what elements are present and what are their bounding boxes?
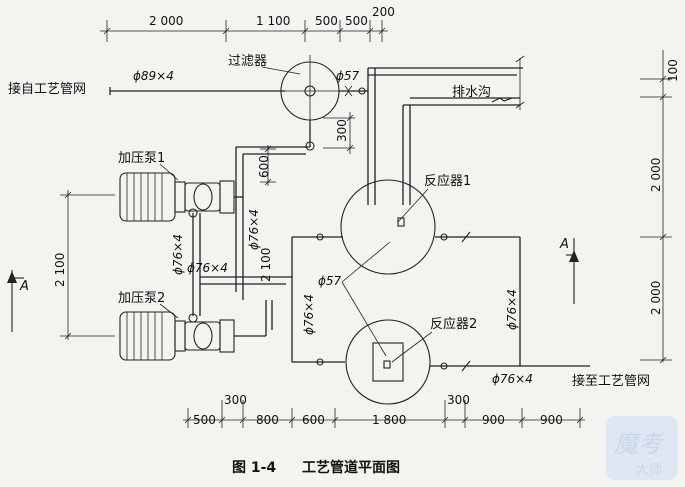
dim-bottom-900a: 900 [482, 413, 505, 427]
reactor-outlet-loop [430, 231, 590, 372]
filter-outlet-pipe [339, 67, 523, 205]
reactor-1-label: 反应器1 [424, 173, 471, 189]
outlet-label: 接至工艺管网 [572, 373, 650, 389]
watermark-logo: 魔考 大师 [606, 416, 678, 480]
inlet-pipe-size: ϕ89×4 [133, 69, 174, 83]
reactor-feed-loop [291, 233, 345, 366]
dim-right-100: 100 [666, 59, 680, 82]
filter-vessel [274, 55, 346, 127]
pump-2 [119, 311, 235, 361]
dim-600-mark [260, 145, 276, 186]
dim-600: 600 [257, 155, 271, 178]
outlet-pipe-size: ϕ76×4 [492, 372, 533, 386]
drain-label: 排水沟 [452, 85, 491, 100]
right-dimension-chain [640, 50, 672, 364]
left-dimension [60, 190, 115, 340]
reactor-link-leaders [341, 241, 391, 357]
pump-piping [188, 196, 292, 337]
top-dimension-chain [100, 20, 388, 42]
figure-title: 工艺管道平面图 [302, 459, 400, 476]
dim-bottom-500: 500 [193, 413, 216, 427]
pump-1 [119, 172, 235, 222]
dim-bottom-1800: 1 800 [372, 413, 406, 427]
filter-outlet-size: ϕ57 [336, 69, 360, 83]
dim-right-2000b: 2 000 [649, 281, 663, 315]
pump-pipe-size-a: ϕ76×4 [171, 234, 185, 275]
dim-bottom-600: 600 [302, 413, 325, 427]
pump-header-size: ϕ76×4 [187, 261, 228, 275]
dim-right-2000a: 2 000 [649, 158, 663, 192]
reactor-2-label: 反应器2 [430, 316, 477, 332]
watermark-sub: 大师 [636, 463, 662, 478]
drain-pipe [402, 55, 525, 205]
pump-pipe-size-b: ϕ76×4 [247, 209, 261, 250]
inlet-label: 接自工艺管网 [8, 81, 86, 97]
pump-2-label: 加压泵2 [118, 291, 165, 306]
dim-top-2000: 2 000 [149, 14, 183, 28]
pump-1-label: 加压泵1 [118, 151, 165, 166]
watermark-main: 魔考 [614, 430, 665, 458]
outlet-loop-size: ϕ76×4 [505, 289, 519, 330]
section-a-right-label: A [559, 237, 569, 252]
dim-top-200: 200 [372, 5, 395, 19]
dim-2100-mid: 2 100 [259, 248, 273, 282]
section-a-right [566, 238, 579, 304]
dim-300-mark [323, 112, 355, 154]
dim-left-2100: 2 100 [53, 253, 67, 287]
feed-loop-size: ϕ76×4 [302, 294, 316, 335]
bottom-dimension-chain [183, 400, 585, 428]
dim-top-500b: 500 [345, 14, 368, 28]
dim-top-1100: 1 100 [256, 14, 290, 28]
dim-bottom-800: 800 [256, 413, 279, 427]
dim-300: 300 [335, 119, 349, 142]
filter-label: 过滤器 [228, 54, 267, 69]
reactor-1 [340, 179, 436, 275]
dim-bottom-300a: 300 [224, 393, 247, 407]
section-a-left [7, 270, 24, 332]
filter-bottom-pipe [235, 120, 315, 300]
reactor-link-size: ϕ57 [318, 274, 342, 288]
reactor-2 [345, 319, 431, 405]
section-a-left-label: A [19, 279, 29, 294]
dim-bottom-300b: 300 [447, 393, 470, 407]
inlet-pipe [109, 87, 285, 95]
dim-bottom-900b: 900 [540, 413, 563, 427]
dim-top-500a: 500 [315, 14, 338, 28]
figure-number: 图 1-4 [232, 460, 276, 476]
